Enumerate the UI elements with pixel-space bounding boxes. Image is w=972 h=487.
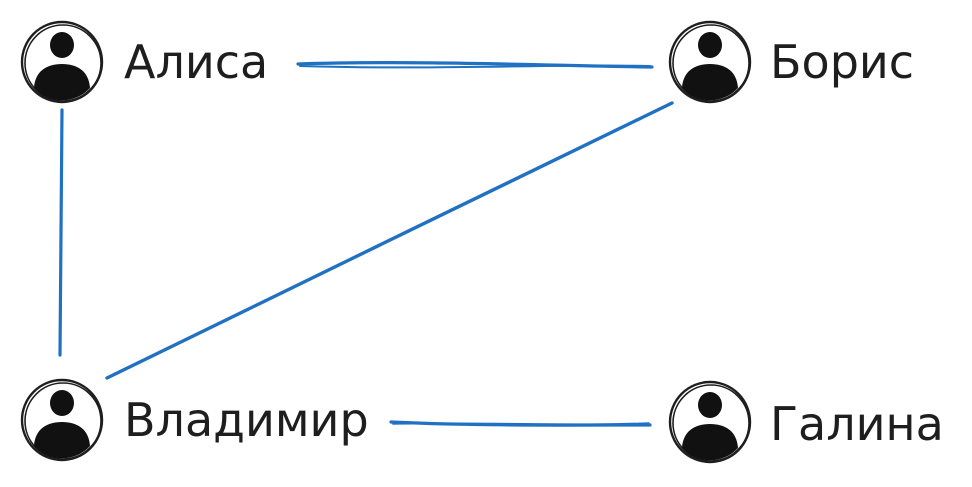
user-avatar-icon	[20, 378, 104, 462]
node-label: Алиса	[124, 35, 268, 89]
edges-layer	[58, 61, 674, 427]
edge-stroke-sketch	[299, 64, 651, 69]
edge-stroke	[105, 101, 674, 380]
node-label: Владимир	[124, 393, 369, 447]
node-label: Борис	[770, 35, 914, 89]
edge-boris-vladimir	[105, 101, 674, 380]
node-galina[interactable]: Галина	[668, 380, 944, 464]
node-vladimir[interactable]: Владимир	[20, 378, 369, 462]
node-alisa[interactable]: Алиса	[20, 20, 268, 104]
user-avatar-icon	[20, 20, 104, 104]
edge-alisa-vladimir	[58, 108, 64, 357]
edge-stroke-sketch	[392, 422, 650, 425]
user-avatar-icon	[668, 380, 752, 464]
edge-alisa-boris	[296, 61, 654, 69]
edge-stroke	[58, 108, 64, 357]
user-avatar-icon	[668, 20, 752, 104]
node-label: Галина	[770, 397, 944, 451]
node-boris[interactable]: Борис	[668, 20, 914, 104]
edge-vladimir-galina	[389, 420, 652, 427]
